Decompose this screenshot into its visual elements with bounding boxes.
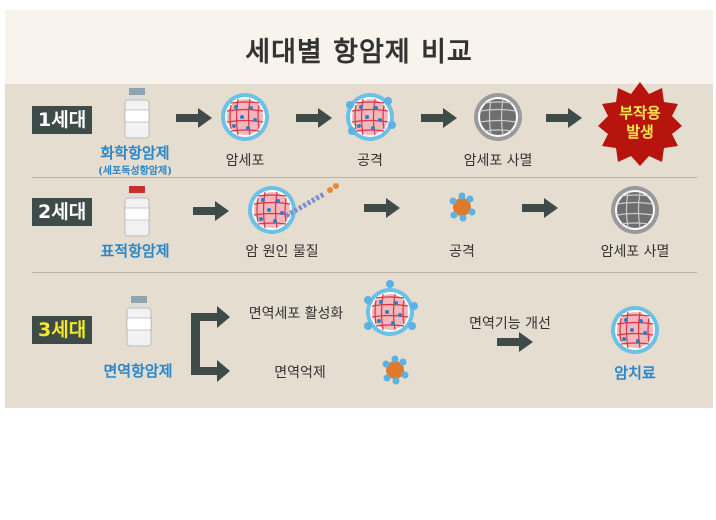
drug-name-3: 면역항암제 — [103, 362, 173, 380]
improve-label: 면역기능 개선 — [469, 316, 551, 332]
result-label: 암치료 — [614, 364, 656, 382]
starburst-icon — [598, 82, 682, 166]
drug-name-2: 표적항암제 — [100, 242, 170, 260]
divider — [32, 177, 697, 178]
step-label: 암세포 사멸 — [600, 244, 670, 260]
side-effect-label: 부작용 발생 — [619, 104, 661, 141]
page-title: 세대별 항암제 비교 — [245, 37, 473, 68]
generation-label-2: 2세대 — [32, 198, 93, 226]
title-bar — [5, 10, 713, 84]
vial-icon — [124, 185, 150, 237]
branch-label: 면역억제 — [274, 365, 326, 381]
divider — [32, 272, 697, 273]
cancer-cell-icon — [610, 305, 660, 355]
step-label: 암세포 — [225, 153, 265, 169]
step-label: 암 원인 물질 — [245, 244, 319, 260]
step-label: 암세포 사멸 — [463, 153, 533, 169]
attacked-cell-icon — [345, 92, 396, 142]
activated-cell-icon — [364, 280, 418, 337]
drug-subname-1: (세포독성항암제) — [98, 166, 172, 177]
bracket-arrow-icon — [191, 306, 230, 382]
step-label: 공격 — [357, 153, 383, 169]
cancer-cell-dna-icon — [247, 183, 339, 235]
step-label: 공격 — [449, 244, 475, 260]
branch-label: 면역세포 활성화 — [248, 306, 344, 322]
generation-label-3: 3세대 — [32, 316, 93, 344]
generation-label-1: 1세대 — [32, 106, 93, 134]
drug-name-1: 화학항암제 — [100, 144, 170, 162]
